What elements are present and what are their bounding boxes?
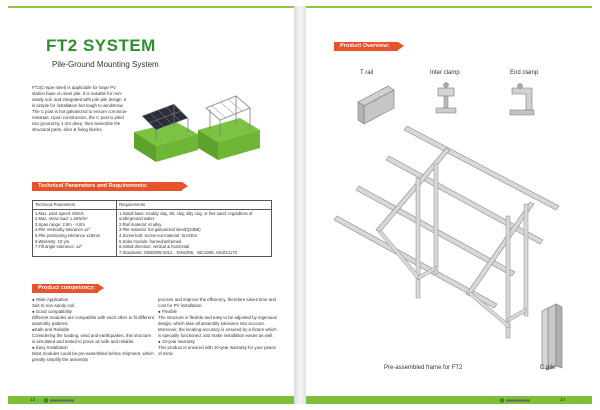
requirements-cell: 1.Install base: muddy clay, silt, clay, … [116,208,272,258]
competency-line: ● Flexible [158,309,178,314]
requirement-line: 2.Rail material: Al alloy [119,221,162,227]
competency-line: ●Safe and Reliable [32,327,70,332]
competency-line: ● Good compatibility [32,309,72,314]
param-line: 6.Warranty: 10 yrs. [35,238,71,244]
label-t-rail: T rail [360,70,374,76]
requirement-line: 4.Screw bolt: Screw nut material: SUS304 [119,232,197,238]
requirement-line: 7.Standards: GB50009-2012、DIN1055、IBC200… [119,249,237,255]
label-inter-clamp: Inter clamp [430,70,460,76]
c-pile-part [541,303,563,370]
overview-heading-banner: Product Overview: [334,42,404,51]
tech-heading-banner: Technical Parameters and Requirements: [32,182,188,191]
label-c-pile: C pile [540,365,556,371]
page-subtitle: Pile-Ground Mounting System [52,60,159,69]
competency-column-right: process and improve the efficiency, ther… [158,297,280,357]
param-line: 7.Tilt angle tolerance: ±2° [35,244,83,250]
competency-line: Most modules could be pre-assembled befo… [32,351,154,362]
params-cell: 1.Max. wind speed: 60m/s 2.Max. snow loa… [32,208,117,258]
table-header-cell: Technical Parameters [32,200,117,210]
param-line: 2.Max. snow load: 1.4KN/m² [35,216,88,222]
tech-parameters-table: Technical Parameters Requirements 1.Max.… [32,200,272,258]
pre-assembled-frame [333,125,560,339]
intro-paragraph: FT2(C-type steel) is applicable for larg… [32,85,128,132]
competency-heading-banner: Product competency: [32,284,104,293]
page-title: FT2 SYSTEM [46,36,156,55]
param-line: 1.Max. wind speed: 60m/s [35,210,84,216]
requirement-line: 1.Install base: muddy clay, silt, clay, … [119,210,253,222]
bottom-border-right [306,396,592,404]
inter-clamp-part [435,82,457,114]
end-clamp-part [509,83,535,116]
competency-line: Considering the loading, wind and earthq… [32,333,152,344]
competency-line: Different modules are compatible with ea… [32,315,154,326]
product-overview-drawing [333,82,563,370]
competency-line: ● Wide Application [32,297,69,302]
bottom-border-left [8,396,294,404]
competency-column-left: ● Wide Application Suit to non-sandy soi… [32,297,154,363]
right-frame-structure [205,95,251,136]
footer-logo-right [500,398,530,404]
requirement-line: 5.Solar module: framed/unframed [119,238,182,244]
page-number-right: 14 [560,397,566,402]
label-pre-assembled-frame: Pre-assembled frame for FT2 [384,365,463,371]
left-panel-array [141,103,189,140]
requirement-line: 3.Pile material: hot galvanized steel(Q2… [119,227,201,233]
t-rail-part [357,85,395,125]
table-header-row: Technical Parameters Requirements [32,200,272,210]
competency-line: Suit to non-sandy soil. [32,303,76,308]
param-line: 5.Pile positioning tolerance ±15mm [35,232,101,238]
label-end-clamp: End clamp [510,70,539,76]
param-line: 4.Pile Verticality tolerance ±2° [35,227,91,233]
top-border-right [306,6,592,8]
table-row: 1.Max. wind speed: 60m/s 2.Max. snow loa… [32,208,272,258]
competency-line: This product is ensured with 10-year war… [158,345,277,356]
competency-line: The structure is flexible and easy to be… [158,315,277,338]
product-photo [132,86,262,164]
table-header-cell: Requirements [116,200,272,210]
competency-line: ● 10-year warranty [158,339,195,344]
competency-line: ● Easy Installation [32,345,68,350]
page-binding [294,6,306,404]
competency-line: process and improve the efficiency, ther… [158,297,276,308]
requirement-line: 6.Install direction: vertical & horizont… [119,244,190,250]
top-border-left [8,6,294,8]
page-number-left: 13 [30,397,36,402]
footer-logo-left [44,398,74,404]
param-line: 3.Span range: 2.8m - 4.0m [35,221,85,227]
